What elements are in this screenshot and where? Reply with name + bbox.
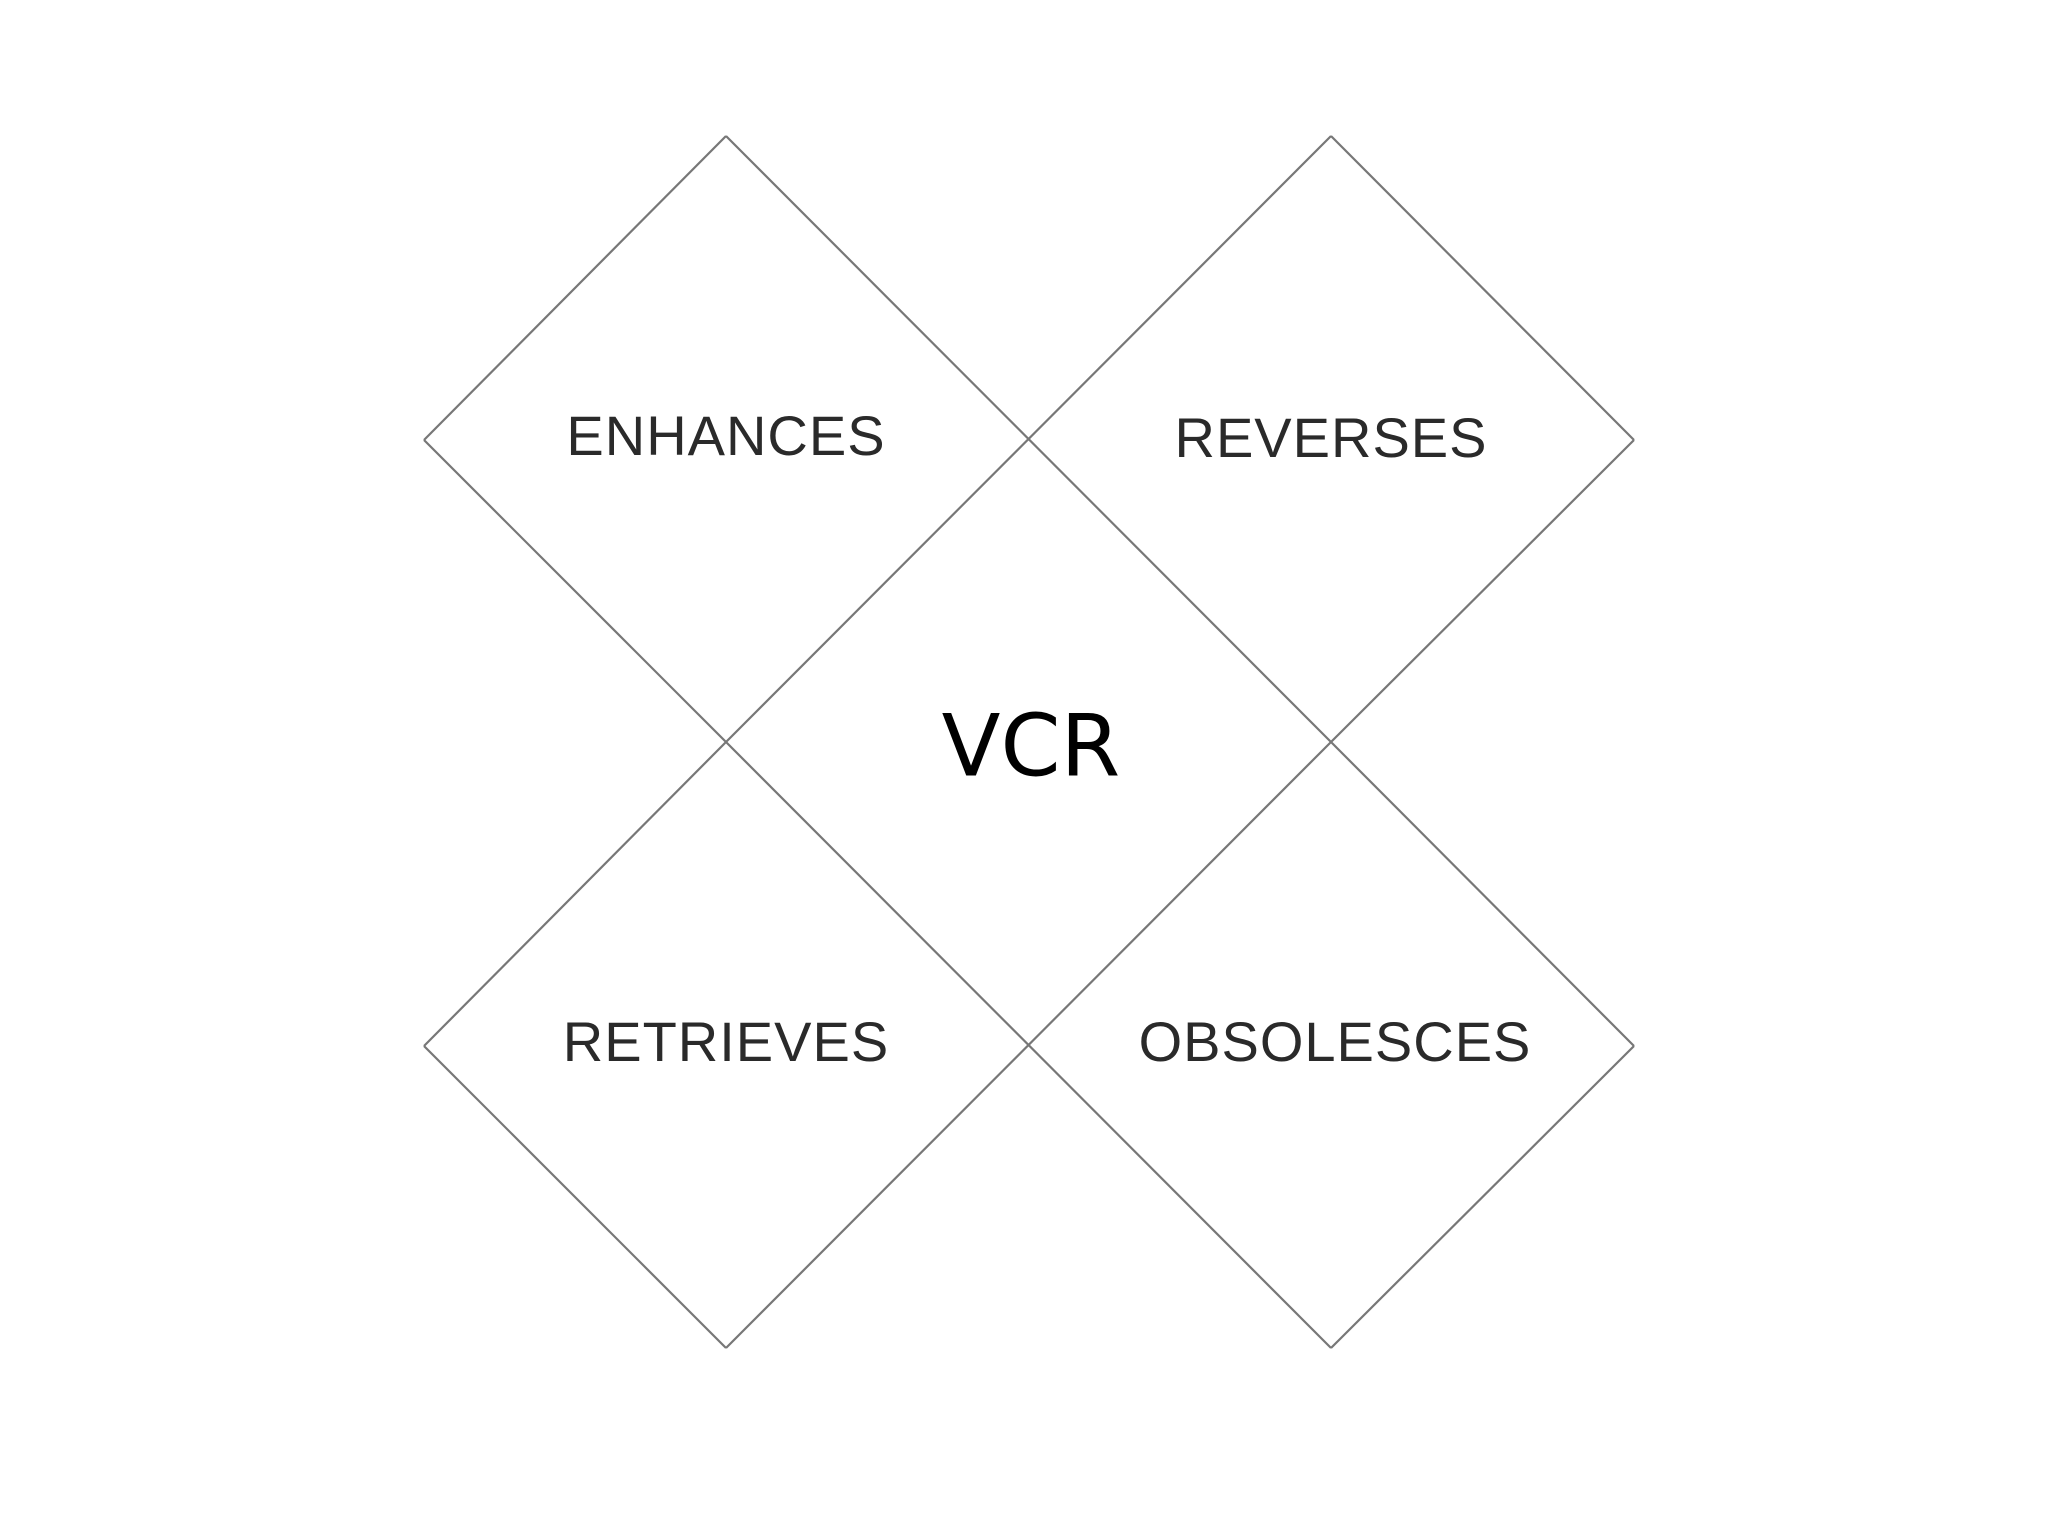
edge-bottom-right-upper — [1330, 741, 1635, 1047]
edge-bottom-left-lower — [423, 1045, 727, 1349]
diamond-grid — [423, 135, 1635, 1349]
edge-top-left-lower — [423, 439, 727, 743]
edge-bottom-right-lower — [1330, 1045, 1635, 1349]
label-enhances: ENHANCES — [566, 404, 885, 467]
label-retrieves: RETRIEVES — [563, 1010, 889, 1073]
label-obsolesces: OBSOLESCES — [1139, 1010, 1532, 1073]
diagonal-ascending-right — [725, 135, 1332, 743]
edge-bottom-left-upper — [423, 741, 727, 1047]
center-label: VCR — [942, 696, 1121, 796]
edge-top-left-upper — [423, 135, 727, 441]
diagonal-ascending-left — [725, 741, 1332, 1349]
edge-top-right-upper — [1330, 135, 1635, 441]
label-reverses: REVERSES — [1175, 406, 1488, 469]
edge-top-right-lower — [1330, 439, 1635, 743]
